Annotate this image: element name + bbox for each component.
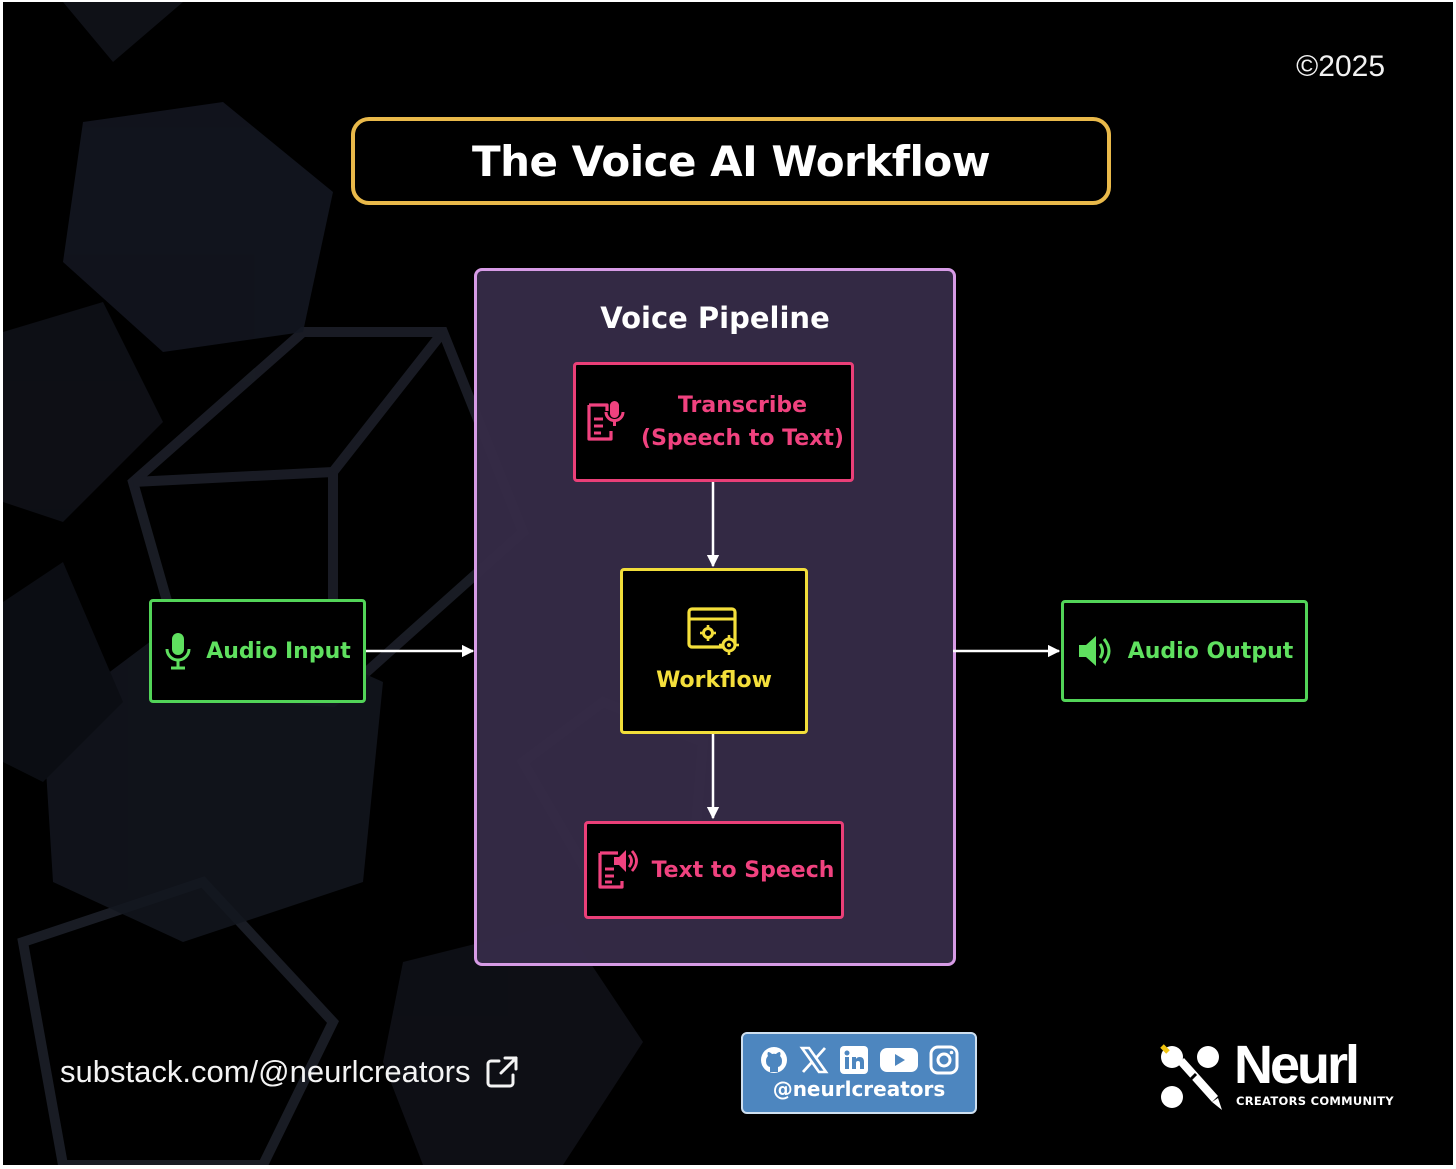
title-banner: The Voice AI Workflow <box>351 117 1111 205</box>
audio-output-node: Audio Output <box>1061 600 1308 702</box>
external-link-icon[interactable] <box>485 1055 519 1089</box>
workflow-label: Workflow <box>656 667 772 693</box>
speaker-icon <box>1078 636 1111 666</box>
neurl-logo: Neurl CREATORS COMMUNITY <box>1158 1035 1408 1118</box>
transcribe-label-line2: (Speech to Text) <box>641 426 844 451</box>
pipeline-title: Voice Pipeline <box>600 301 830 335</box>
social-handle[interactable]: @neurlcreators <box>772 1077 946 1101</box>
linkedin-icon[interactable] <box>839 1045 869 1075</box>
substack-link-text[interactable]: substack.com/@neurlcreators <box>60 1054 471 1089</box>
neurl-logo-tagline: CREATORS COMMUNITY <box>1236 1094 1394 1108</box>
audio-output-label: Audio Output <box>1127 638 1294 664</box>
x-icon[interactable] <box>799 1045 829 1075</box>
text-to-speech-icon <box>597 850 638 889</box>
neurl-logo-name: Neurl <box>1234 1035 1360 1095</box>
substack-link[interactable]: substack.com/@neurlcreators <box>60 1054 519 1090</box>
audio-input-node: Audio Input <box>149 599 366 703</box>
copyright-text: ©2025 <box>1296 50 1385 83</box>
social-icons <box>759 1045 959 1075</box>
diagram-canvas: ©2025 The Voice AI Workflow Voice Pipeli… <box>3 2 1453 1165</box>
instagram-icon[interactable] <box>929 1045 959 1075</box>
workflow-node: Workflow <box>620 568 808 734</box>
transcribe-node: Transcribe (Speech to Text) <box>573 362 854 482</box>
social-badge[interactable]: @neurlcreators <box>741 1032 977 1114</box>
workflow-settings-icon <box>687 606 739 655</box>
text-to-speech-node: Text to Speech <box>584 821 844 919</box>
audio-input-label: Audio Input <box>206 638 351 664</box>
text-to-speech-label: Text to Speech <box>651 857 835 883</box>
diagram-title: The Voice AI Workflow <box>471 136 991 186</box>
neurl-logo-mark <box>1160 1044 1222 1110</box>
transcribe-label: Transcribe (Speech to Text) <box>641 389 844 455</box>
transcribe-icon <box>587 401 625 441</box>
github-icon[interactable] <box>759 1045 789 1075</box>
microphone-icon <box>165 633 191 670</box>
youtube-icon[interactable] <box>879 1045 919 1075</box>
transcribe-label-line1: Transcribe <box>677 393 808 418</box>
